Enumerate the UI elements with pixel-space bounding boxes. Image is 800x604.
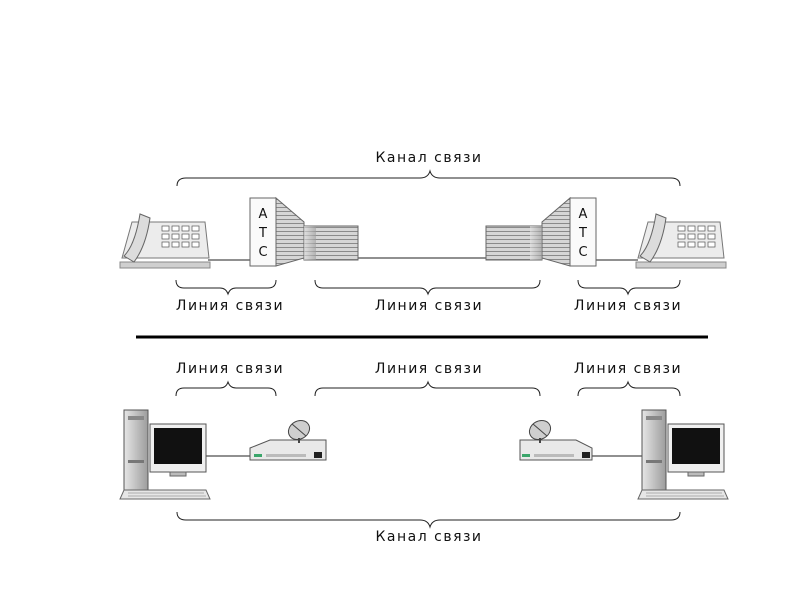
line-brace-top-2	[314, 279, 541, 296]
modem-right-icon	[519, 439, 593, 461]
telephone-right-icon	[635, 213, 727, 269]
channel-label-bottom: Канал связи	[375, 529, 483, 545]
exchange-right-letter-t: Т	[578, 226, 587, 241]
channel-label-top: Канал связи	[375, 150, 483, 166]
exchange-left-letter-t: Т	[258, 226, 267, 241]
line-brace-bottom-1	[175, 380, 277, 397]
exchange-left-icon	[249, 196, 359, 267]
line-brace-top-3	[577, 279, 681, 296]
line-label-top-2: Линия связи	[374, 298, 484, 314]
channel-brace-top	[176, 169, 681, 187]
computer-left-icon	[119, 409, 211, 500]
exchange-right-icon	[485, 196, 597, 267]
telephone-left-icon	[119, 213, 211, 269]
line-brace-bottom-2	[314, 380, 541, 397]
exchange-right-letter-a: А	[579, 207, 588, 222]
line-label-top-1: Линия связи	[175, 298, 285, 314]
line-label-top-3: Линия связи	[573, 298, 683, 314]
exchange-right-letter-s: С	[578, 245, 587, 260]
modem-left-icon	[249, 439, 327, 461]
computer-right-icon	[637, 409, 729, 500]
exchange-left-letter-a: А	[259, 207, 268, 222]
channel-brace-bottom	[176, 511, 681, 529]
satellite-dish-right-icon	[528, 419, 552, 443]
exchange-left-letter-s: С	[258, 245, 267, 260]
line-label-bottom-3: Линия связи	[573, 361, 683, 377]
line-label-bottom-1: Линия связи	[175, 361, 285, 377]
line-brace-top-1	[175, 279, 277, 296]
line-brace-bottom-3	[577, 380, 681, 397]
line-label-bottom-2: Линия связи	[374, 361, 484, 377]
satellite-dish-left-icon	[287, 419, 311, 443]
